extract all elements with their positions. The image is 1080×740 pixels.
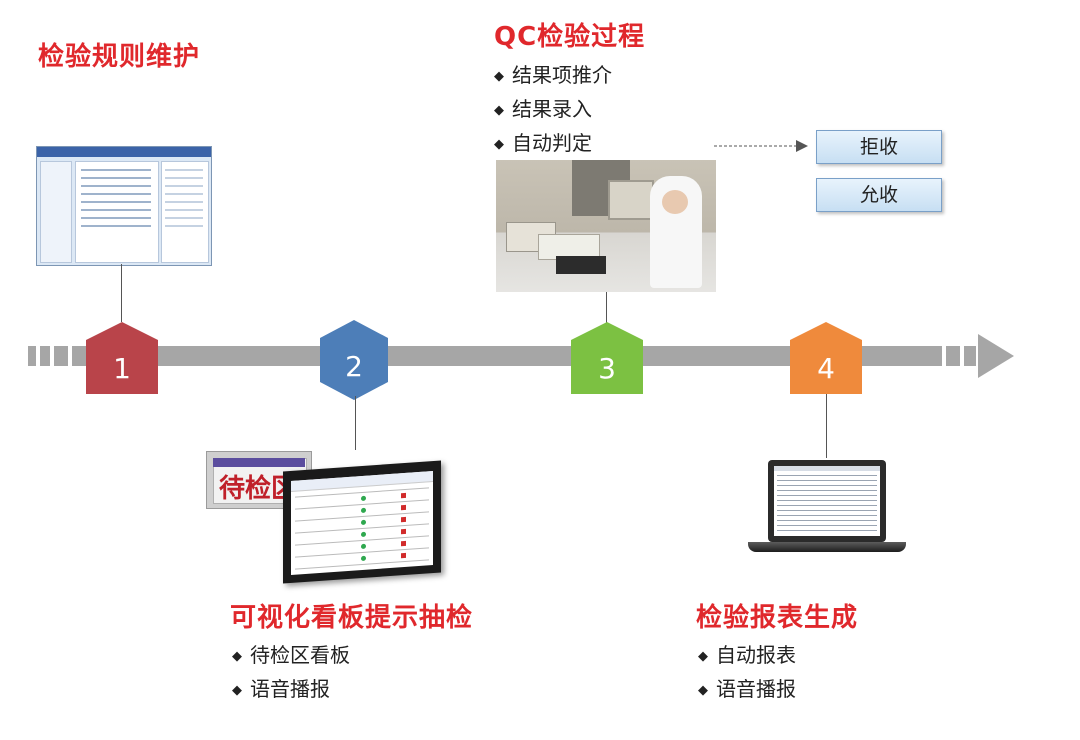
step4-bullet-text: 语音播报 bbox=[716, 677, 796, 701]
timeline-dash-right-2 bbox=[964, 346, 976, 366]
step1-title: 检验规则维护 bbox=[38, 42, 201, 72]
step2-title: 可视化看板提示抽检 bbox=[230, 603, 474, 633]
step3-bullet-3: ◆ 自动判定 bbox=[494, 126, 592, 164]
step1-number: 1 bbox=[113, 352, 131, 385]
step1-connector bbox=[121, 264, 122, 322]
step2-connector bbox=[355, 396, 356, 450]
timeline-dash-left-1 bbox=[28, 346, 36, 366]
step4-bullet-text: 自动报表 bbox=[716, 643, 796, 667]
step2-bullet-1: ◆ 待检区看板 bbox=[232, 638, 350, 676]
step2-bullet-text: 待检区看板 bbox=[250, 643, 350, 667]
step4-title: 检验报表生成 bbox=[696, 603, 859, 633]
step3-node: 3 bbox=[571, 322, 643, 394]
pentagon-node-icon bbox=[790, 322, 862, 394]
step2-bullet-text: 语音播报 bbox=[250, 677, 330, 701]
step4-connector bbox=[826, 394, 827, 458]
laptop-image bbox=[748, 460, 908, 558]
timeline-dash-left-3 bbox=[54, 346, 68, 366]
diamond-bullet-icon: ◆ bbox=[232, 649, 242, 664]
step3-bullet-text: 自动判定 bbox=[512, 131, 592, 155]
timeline-arrow-icon bbox=[978, 334, 1014, 378]
timeline-bar bbox=[72, 346, 942, 366]
step1-node: 1 bbox=[86, 322, 158, 394]
rule-maintenance-screenshot bbox=[36, 146, 212, 266]
step3-bullet-1: ◆ 结果项推介 bbox=[494, 58, 612, 96]
kanban-display bbox=[283, 460, 441, 584]
step2-bullet-2: ◆ 语音播报 bbox=[232, 672, 330, 710]
step4-bullet-2: ◆ 语音播报 bbox=[698, 672, 796, 710]
step3-title: QC检验过程 bbox=[494, 22, 646, 52]
diamond-bullet-icon: ◆ bbox=[494, 103, 504, 118]
step3-bullet-text: 结果项推介 bbox=[512, 63, 612, 87]
arrow-right-icon bbox=[714, 140, 808, 152]
diamond-bullet-icon: ◆ bbox=[494, 137, 504, 152]
qc-inspection-photo bbox=[496, 160, 716, 292]
step4-number: 4 bbox=[817, 352, 835, 385]
step3-number: 3 bbox=[598, 352, 616, 385]
diamond-bullet-icon: ◆ bbox=[698, 683, 708, 698]
step3-bullet-text: 结果录入 bbox=[512, 97, 592, 121]
reject-button[interactable]: 拒收 bbox=[816, 130, 942, 164]
step3-connector bbox=[606, 292, 607, 324]
step3-bullet-2: ◆ 结果录入 bbox=[494, 92, 592, 130]
diamond-bullet-icon: ◆ bbox=[698, 649, 708, 664]
pentagon-node-icon bbox=[571, 322, 643, 394]
accept-button[interactable]: 允收 bbox=[816, 178, 942, 212]
diamond-bullet-icon: ◆ bbox=[494, 69, 504, 84]
diamond-bullet-icon: ◆ bbox=[232, 683, 242, 698]
step4-bullet-1: ◆ 自动报表 bbox=[698, 638, 796, 676]
timeline-dash-left-2 bbox=[40, 346, 50, 366]
dashed-arrow bbox=[714, 138, 810, 157]
step2-number: 2 bbox=[345, 350, 363, 383]
timeline-dash-right-1 bbox=[946, 346, 960, 366]
step2-node: 2 bbox=[318, 320, 390, 400]
hexagon-node-icon bbox=[320, 320, 388, 400]
step4-node: 4 bbox=[790, 322, 862, 394]
pentagon-node-icon bbox=[86, 322, 158, 394]
